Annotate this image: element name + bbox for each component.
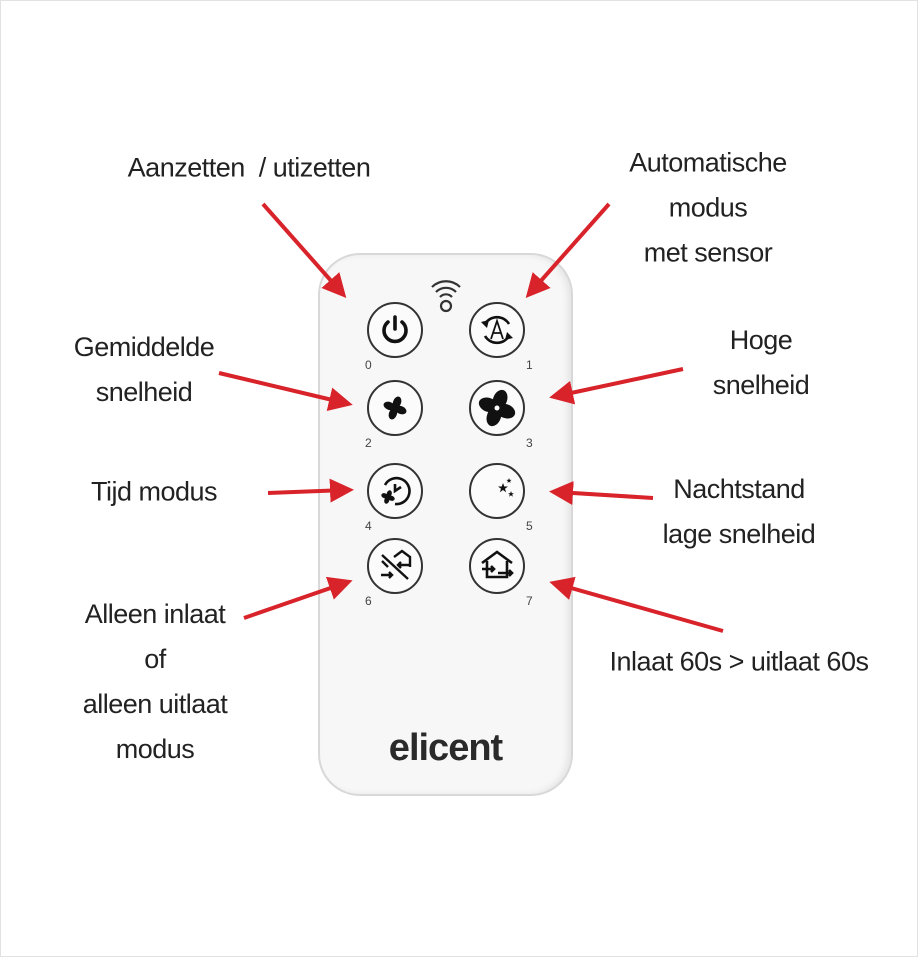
button-number: 5 bbox=[526, 519, 533, 533]
button-number: 3 bbox=[526, 436, 533, 450]
single-direction-button[interactable] bbox=[367, 538, 423, 594]
timer-mode-button[interactable] bbox=[367, 463, 423, 519]
button-number: 2 bbox=[365, 436, 372, 450]
arrow-power bbox=[261, 202, 347, 298]
medium-speed-button[interactable] bbox=[367, 380, 423, 436]
auto-mode-icon bbox=[481, 315, 513, 345]
moon-stars-icon bbox=[487, 477, 514, 503]
arrow-timer bbox=[267, 478, 354, 503]
button-number: 6 bbox=[365, 594, 372, 608]
button-number: 7 bbox=[526, 594, 533, 608]
remote-control: 0 1 2 3 4 5 6 bbox=[318, 253, 573, 796]
high-speed-button[interactable] bbox=[469, 380, 525, 436]
label-timer: Tijd modus bbox=[90, 476, 218, 507]
arrow-medium bbox=[218, 371, 353, 411]
exchange-mode-button[interactable] bbox=[469, 538, 525, 594]
timer-fan-icon bbox=[381, 476, 411, 506]
inlet-outlet-off-icon bbox=[381, 549, 412, 580]
arrow-cycle bbox=[549, 576, 724, 633]
arrow-night bbox=[549, 481, 654, 505]
power-icon bbox=[382, 315, 408, 344]
button-number: 1 bbox=[526, 358, 533, 372]
button-number: 0 bbox=[365, 358, 372, 372]
fan-large-icon bbox=[478, 389, 516, 427]
fan-small-icon bbox=[383, 396, 407, 420]
night-mode-button[interactable] bbox=[469, 463, 525, 519]
wifi-signal-icon bbox=[431, 280, 461, 313]
brand-logo: elicent bbox=[388, 727, 503, 769]
arrow-auto bbox=[525, 202, 611, 298]
power-button[interactable] bbox=[367, 302, 423, 358]
button-number: 4 bbox=[365, 519, 372, 533]
label-cycle: Inlaat 60s > uitlaat 60s bbox=[609, 646, 869, 677]
auto-mode-button[interactable] bbox=[469, 302, 525, 358]
arrow-high bbox=[549, 367, 684, 405]
house-exchange-icon bbox=[481, 550, 514, 579]
label-power: Aanzetten / utizetten bbox=[127, 152, 371, 183]
arrow-single bbox=[243, 576, 353, 620]
